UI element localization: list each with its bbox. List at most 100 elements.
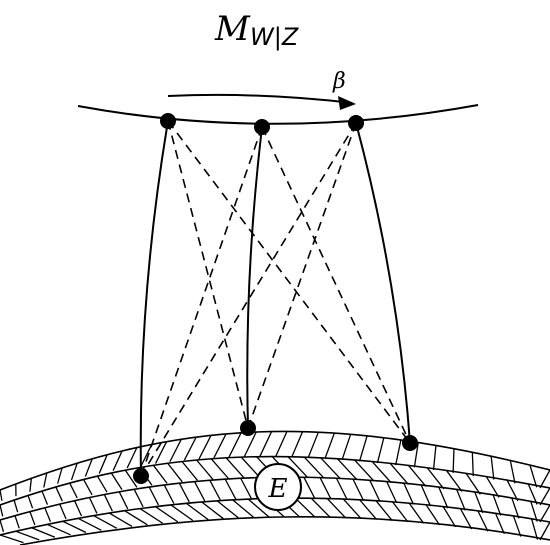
surface-hatch-72 xyxy=(14,515,20,529)
surface-hatch-38 xyxy=(27,495,34,509)
surface-hatch-18 xyxy=(243,431,257,458)
surface-hatch-105 xyxy=(539,504,550,523)
surface-hatch-132 xyxy=(408,502,425,524)
surface-hatch-61 xyxy=(371,461,392,484)
surface-hatch-92 xyxy=(319,477,332,500)
surface-hatch-30 xyxy=(452,448,455,473)
surface-hatch-39 xyxy=(41,490,49,505)
surface-hatch-33 xyxy=(509,460,516,484)
surface-hatch-8 xyxy=(98,454,108,474)
surface-hatch-75 xyxy=(59,503,67,520)
surface-hatch-110 xyxy=(62,520,87,534)
surface-hatch-27 xyxy=(395,439,402,466)
surface-hatch-87 xyxy=(240,477,252,499)
surface-hatch-36 xyxy=(0,504,4,517)
surface-hatch-97 xyxy=(403,482,415,505)
surface-hatch-111 xyxy=(78,517,102,531)
surface-hatch-58 xyxy=(320,457,341,480)
surface-hatch-9 xyxy=(112,450,123,471)
surface-contour-2 xyxy=(0,455,550,506)
surface-hatch-34 xyxy=(529,464,538,488)
surface-contour-5 xyxy=(19,516,550,545)
surface-hatch-104 xyxy=(530,501,538,522)
surface-hatch-121 xyxy=(232,499,255,518)
surface-hatch-35 xyxy=(539,469,550,489)
surface-hatch-122 xyxy=(247,498,270,518)
surface-hatch-74 xyxy=(44,507,52,523)
surface-hatch-25 xyxy=(358,435,368,462)
surface-hatch-15 xyxy=(198,435,212,460)
surface-hatch-82 xyxy=(163,484,175,504)
surface-hatch-130 xyxy=(375,500,393,521)
surface-hatch-140 xyxy=(539,521,550,541)
surface-hatch-59 xyxy=(337,458,358,481)
surface-hatch-112 xyxy=(93,515,118,529)
surface-hatch-11 xyxy=(140,444,153,466)
surface-hatch-109 xyxy=(46,523,71,536)
surface-hatch-23 xyxy=(324,432,335,459)
surface-hatch-50 xyxy=(196,459,214,480)
bottom-node-1 xyxy=(133,468,149,484)
surface-hatch-138 xyxy=(512,515,522,537)
arrow-head-icon xyxy=(338,96,356,110)
surface-hatch-117 xyxy=(170,504,194,522)
surface-hatch-47 xyxy=(152,464,168,484)
bottom-node-3 xyxy=(402,435,418,451)
surface-hatch-116 xyxy=(155,506,179,523)
dashed-edge-t3-b1 xyxy=(140,122,357,477)
surface-hatch-86 xyxy=(224,478,237,500)
surface-hatch-14 xyxy=(183,436,197,461)
surface-hatch-40 xyxy=(55,486,63,502)
top-nodes xyxy=(160,113,364,135)
surface-hatch-63 xyxy=(407,464,427,488)
beta-arrow xyxy=(167,93,356,110)
surface-hatch-126 xyxy=(310,497,331,518)
top-node-1 xyxy=(160,113,176,129)
surface-hatch-60 xyxy=(354,459,375,482)
surface-hatch-21 xyxy=(291,431,304,458)
surface-hatch-69 xyxy=(527,483,538,505)
manifold-label-main: M xyxy=(214,9,251,49)
surface-hatch-134 xyxy=(442,506,457,528)
surface-hatch-125 xyxy=(294,497,316,518)
top-node-2 xyxy=(254,119,270,135)
surface-hatch-56 xyxy=(287,456,309,478)
surface-hatch-12 xyxy=(154,441,168,464)
surface-hatch-13 xyxy=(169,438,182,463)
surface-hatch-113 xyxy=(108,512,133,528)
surface-hatch-24 xyxy=(341,434,352,461)
surface-hatch-139 xyxy=(530,518,539,540)
manifold-label: M W|Z xyxy=(214,9,299,51)
surface-hatch-37 xyxy=(13,499,19,513)
surface-hatch-84 xyxy=(193,481,206,502)
e-circle: E xyxy=(254,463,302,511)
surface-hatch-128 xyxy=(342,498,362,519)
surface-hatch-100 xyxy=(456,489,466,511)
surface-hatch-131 xyxy=(391,501,409,523)
surface-hatch-5 xyxy=(57,467,63,484)
surface-hatch-10 xyxy=(126,447,138,469)
surface-hatch-62 xyxy=(389,462,410,485)
surface-hatch-68 xyxy=(506,479,519,502)
surface-hatch-19 xyxy=(259,431,273,457)
surface-hatch-107 xyxy=(15,530,40,541)
manifold-label-subscript: W|Z xyxy=(250,23,299,51)
surface-hatch-135 xyxy=(459,508,473,530)
surface-hatch-6 xyxy=(70,462,78,481)
e-circle-ring xyxy=(254,463,302,511)
surface-hatch-115 xyxy=(139,508,163,524)
surface-hatch-71 xyxy=(0,519,5,533)
surface-hatch-83 xyxy=(178,482,190,503)
surface-hatch-137 xyxy=(494,512,505,535)
dashed-edges xyxy=(140,120,411,477)
surface-hatch-133 xyxy=(425,504,441,526)
surface-hatch-85 xyxy=(209,479,221,501)
surface-hatch-95 xyxy=(369,479,381,502)
surface-hatch-98 xyxy=(420,484,432,507)
dashed-edge-t2-b1 xyxy=(140,126,263,477)
surface-hatch-114 xyxy=(124,510,148,526)
e-circle-label: E xyxy=(268,474,288,504)
surface-hatch-78 xyxy=(103,494,113,512)
surface-hatch-119 xyxy=(201,501,224,520)
